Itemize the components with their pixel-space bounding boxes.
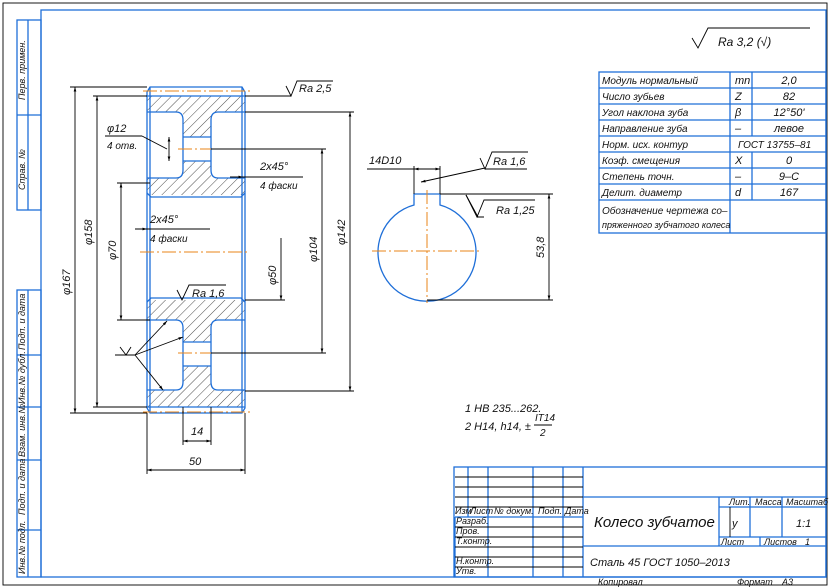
keyway-roughness-bottom: Ra 1,25 [496,205,535,217]
lit-label: Лит. [728,497,750,507]
note-1: 1 HB 235...262. [465,403,541,415]
hole-diameter: φ12 [107,123,126,135]
strip-label: Подп. и дата [17,294,27,350]
param-name: Угол наклона зуба [601,107,689,119]
chamfer-label: 2x45° [149,214,179,226]
param-symbol: mn [735,75,750,87]
param-value: 0 [786,155,793,167]
col-header: Подп. [538,506,562,516]
param-name: Степень точн. [602,172,675,183]
param-value: 2,0 [780,75,797,87]
role-label: Н.контр. [456,556,494,566]
param-value: 167 [780,187,799,199]
param-value: 82 [783,91,795,103]
technical-notes: 1 HB 235...262. 2 H14, h14, ± IT14 2 [464,403,555,439]
param-name: пряженного зубчатого колеса [602,220,730,230]
sheet-label: Лист [720,537,745,547]
format-label: Формат [737,577,773,587]
param-symbol: β [734,107,742,119]
format-value: A3 [781,577,793,587]
param-name: Число зубьев [602,91,664,103]
dim-d50: φ50 [267,265,279,285]
dim-d158: φ158 [83,219,95,245]
dim-d70: φ70 [107,240,119,260]
hole-count: 4 отв. [107,141,137,152]
roughness-bore: Ra 1,6 [192,288,225,300]
strip-label: Перв. примен. [17,40,27,100]
title-block: Изм Лист № докум. Подп. Дата Разраб. Про… [453,466,829,587]
param-value: ГОСТ 13755–81 [738,140,811,151]
copied-label: Копировал [598,577,643,587]
role-label: Пров. [456,526,480,536]
roughness-top: Ra 2,5 [299,83,332,95]
strip-label: Инв.№ дубл. [17,351,27,404]
param-symbol: d [735,187,742,199]
col-header: Дата [564,506,589,516]
param-name: Обозначение чертежа со– [602,205,728,217]
strip-label: Справ. № [17,149,27,190]
inner-frame [40,9,827,578]
param-name: Делит. диаметр [601,188,682,199]
strip-label: Подп. и дата [17,459,27,515]
role-label: Утв. [455,566,476,576]
strip-label: Инв.№ подл. [17,521,27,574]
param-name: Направление зуба [602,123,688,135]
param-symbol: Z [734,91,743,103]
general-roughness: Ra 3,2 (√) [691,27,810,49]
chamfer-count: 4 фаски [260,180,298,192]
col-header: Изм [455,506,472,516]
note-2-denominator: 2 [539,428,546,439]
scale-label: Масштаб [786,497,829,507]
dim-d142: φ142 [336,219,348,245]
lit-value: у [731,518,739,530]
side-strip: Перв. примен. Справ. № Подп. и дата Инв.… [16,19,42,578]
role-label: Разраб. [456,516,489,526]
col-header: № докум. [494,506,534,516]
chamfer-count: 4 фаски [150,233,188,245]
note-2-numerator: IT14 [535,413,555,424]
drawing-title: Колесо зубчатое [594,514,715,531]
param-value: левое [773,123,804,135]
param-name: Модуль нормальный [602,76,698,87]
chamfer-label: 2x45° [259,161,289,173]
param-value: 9–С [779,171,799,183]
dim-web: 14 [191,426,203,438]
strip-label: Взам. инв.№ [17,404,27,457]
material: Сталь 45 ГОСТ 1050–2013 [590,557,731,569]
section-dimensions: φ167 φ158 φ70 φ50 φ104 φ142 φ12 4 отв. 2… [61,80,354,474]
param-name: Коэф. смещения [602,155,681,167]
scale-value: 1:1 [796,518,811,530]
mass-label: Масса [755,497,782,507]
param-symbol: – [734,171,742,183]
param-symbol: X [734,155,743,167]
note-2: 2 H14, h14, ± [464,421,531,433]
col-header: Лист [469,506,494,516]
sheets-value: 1 [805,537,810,547]
keyway-roughness-side: Ra 1,6 [493,156,526,168]
gear-section-view [140,86,250,414]
dim-width: 50 [189,456,202,468]
param-name: Норм. исх. контур [602,140,688,151]
dim-d104: φ104 [308,236,320,262]
role-label: Т.контр. [456,536,492,546]
keyway-view: 14D10 Ra 1,6 53,8 Ra 1,25 [367,151,553,303]
keyway-depth: 53,8 [535,236,547,258]
dim-d167: φ167 [61,269,73,295]
param-symbol: – [734,123,742,135]
roughness-label: Ra 3,2 (√) [718,35,771,49]
param-value: 12°50' [774,107,806,119]
keyway-width: 14D10 [369,155,402,167]
sheets-label: Листов [763,537,797,547]
